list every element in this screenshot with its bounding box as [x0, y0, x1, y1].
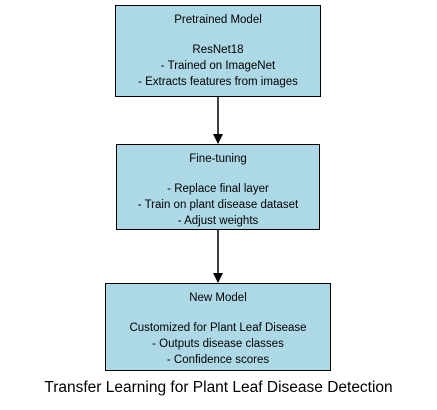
node-line: - Adjust weights — [177, 215, 259, 227]
node-line: - Train on plant disease dataset — [137, 199, 299, 211]
node-line: - Replace final layer — [167, 183, 269, 195]
node-line: - Outputs disease classes — [152, 338, 284, 350]
diagram-caption: Transfer Learning for Plant Leaf Disease… — [44, 379, 393, 396]
new-model-box: New Model Customized for Plant Leaf Dise… — [105, 283, 331, 371]
node-title: Pretrained Model — [174, 14, 262, 26]
fine-tuning-box: Fine-tuning - Replace final layer - Trai… — [116, 144, 320, 230]
node-line: Customized for Plant Leaf Disease — [129, 322, 307, 334]
pretrained-model-box: Pretrained Model ResNet18 - Trained on I… — [115, 5, 321, 97]
node-line: ResNet18 — [192, 44, 244, 56]
node-title: New Model — [189, 292, 247, 304]
node-title: Fine-tuning — [189, 153, 247, 165]
node-line: - Trained on ImageNet — [160, 60, 276, 72]
node-line: - Extracts features from images — [138, 76, 298, 88]
node-line: - Confidence scores — [166, 354, 270, 366]
